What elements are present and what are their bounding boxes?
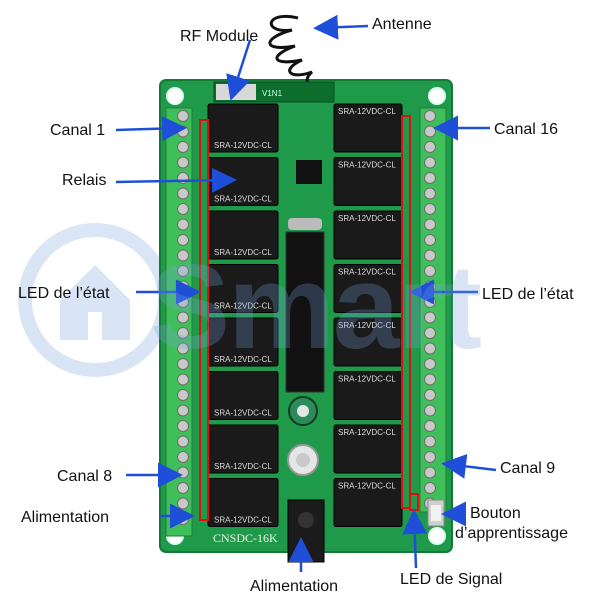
relay-marking: SRA-12VDC-CL — [338, 161, 396, 170]
alimentation-bottom-label: Alimentation — [250, 578, 339, 595]
antenne-label: Antenne — [372, 16, 432, 33]
callout-arrows — [115, 14, 497, 572]
terminal-screw-icon — [424, 203, 436, 215]
terminal-screw-icon — [424, 110, 436, 122]
relay-marking: SRA-12VDC-CL — [214, 355, 272, 364]
relay-array: SRA-12VDC-CL SRA-12VDC-CL SRA-12VDC-CL SRA-… — [207, 103, 403, 527]
relay-marking: SRA-12VDC-CL — [338, 214, 396, 223]
led-etat-left-label: LED de l’état — [18, 285, 110, 302]
terminal-screw-icon — [177, 451, 189, 463]
relay-marking: SRA-12VDC-CL — [338, 482, 396, 491]
relay-marking: SRA-12VDC-CL — [338, 321, 396, 330]
terminal-screw-icon — [177, 187, 189, 200]
terminal-screw-icon — [177, 234, 189, 246]
capacitor — [287, 396, 319, 476]
dc-power-jack — [287, 499, 325, 563]
terminal-screw-icon — [177, 110, 189, 122]
terminal-screw-icon — [177, 203, 189, 215]
watermark-text: Smart — [150, 240, 482, 374]
relay-marking: SRA-12VDC-CL — [338, 268, 396, 277]
terminal-screw-icon — [177, 327, 189, 339]
terminal-screw-icon — [424, 373, 436, 386]
callout-arrow-icon — [441, 453, 497, 479]
terminal-screw-icon — [424, 482, 436, 494]
terminal-screw-icon — [424, 451, 436, 463]
terminal-screw-icon — [177, 389, 189, 401]
relay-marking: SRA-12VDC-CL — [338, 375, 396, 384]
terminal-screw-icon — [424, 218, 436, 231]
terminal-screw-icon — [177, 342, 189, 355]
terminal-screw-icon — [424, 234, 436, 246]
board-model-mark: CNSDC-16K — [213, 531, 278, 545]
callout-arrow-icon — [115, 167, 237, 193]
terminal-screw-icon — [424, 420, 436, 432]
terminal-screw-icon — [424, 311, 436, 324]
terminal-screw-icon — [177, 358, 189, 370]
terminal-screw-icon — [177, 141, 189, 153]
callout-arrow-icon — [313, 14, 369, 40]
svg-text:V1N1: V1N1 — [262, 89, 283, 98]
status-led-frame — [199, 115, 419, 521]
relay-marking: SRA-12VDC-CL — [214, 516, 272, 525]
terminal-screw-icon — [177, 373, 189, 386]
terminal-screw-icon — [424, 404, 436, 417]
callout-arrow-icon — [226, 39, 252, 101]
learn-button — [427, 499, 445, 527]
relay-marking: SRA-12VDC-CL — [214, 462, 272, 471]
terminal-screw-icon — [424, 358, 436, 370]
terminal-screw-icon — [424, 156, 436, 169]
bouton-label-line1: Bouton — [470, 505, 521, 522]
terminal-screw-icon — [177, 156, 189, 169]
relay-marking: SRA-12VDC-CL — [214, 302, 272, 311]
canal-8-label: Canal 8 — [57, 468, 113, 485]
terminal-screw-icon — [424, 187, 436, 200]
canal-1-label: Canal 1 — [50, 122, 106, 139]
terminal-screw-icon — [424, 435, 436, 448]
microcontroller-chip — [285, 160, 325, 393]
canal-16-label: Canal 16 — [494, 121, 559, 138]
led-signal-label: LED de Signal — [400, 571, 503, 588]
terminal-screw-icon — [424, 249, 436, 262]
relay-marking: SRA-12VDC-CL — [214, 195, 272, 204]
canal-9-label: Canal 9 — [500, 460, 556, 477]
terminal-screw-icon — [177, 249, 189, 262]
terminal-block-right — [419, 107, 447, 513]
terminal-screw-icon — [424, 141, 436, 153]
rf-module-label: RF Module — [180, 28, 259, 45]
terminal-screw-icon — [424, 172, 436, 184]
terminal-screw-icon — [424, 389, 436, 401]
relay-marking: SRA-12VDC-CL — [214, 409, 272, 418]
terminal-screw-icon — [177, 497, 189, 510]
alimentation-left-label: Alimentation — [21, 509, 110, 526]
terminal-screw-icon — [177, 218, 189, 231]
terminal-screw-icon — [424, 125, 436, 138]
callout-arrow-icon — [402, 509, 428, 569]
terminal-screw-icon — [424, 342, 436, 355]
bouton-label-line2: d’apprentissage — [455, 525, 568, 542]
terminal-screw-icon — [177, 311, 189, 324]
terminal-screw-icon — [177, 466, 189, 479]
callout-arrow-icon — [115, 116, 187, 142]
relay-marking: SRA-12VDC-CL — [338, 107, 396, 116]
terminal-screw-icon — [177, 435, 189, 448]
terminal-screw-icon — [424, 265, 436, 277]
terminal-screw-icon — [177, 265, 189, 277]
terminal-screw-icon — [177, 404, 189, 417]
terminal-screw-icon — [424, 466, 436, 479]
relais-label: Relais — [62, 172, 107, 189]
led-etat-right-label: LED de l’état — [482, 286, 574, 303]
relay-marking: SRA-12VDC-CL — [338, 428, 396, 437]
relay-marking: SRA-12VDC-CL — [214, 248, 272, 257]
terminal-screw-icon — [177, 420, 189, 432]
terminal-screw-icon — [177, 482, 189, 494]
relay-marking: SRA-12VDC-CL — [214, 141, 272, 150]
terminal-screw-icon — [424, 327, 436, 339]
